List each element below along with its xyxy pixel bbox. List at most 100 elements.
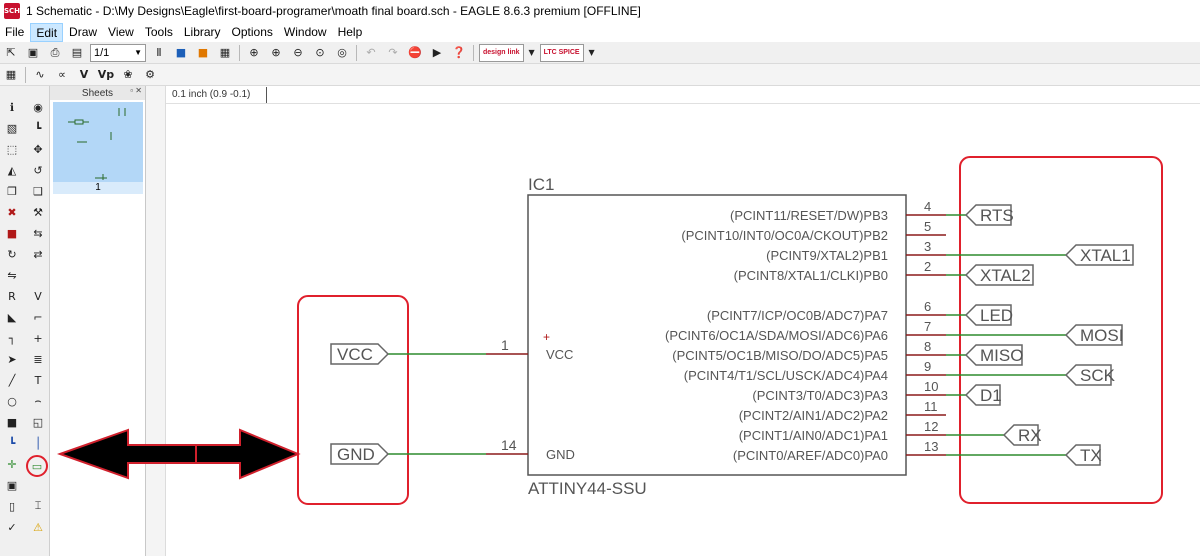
sheet-thumbnail[interactable] — [53, 102, 143, 182]
pin-name: (PCINT6/OC1A/SDA/MOSI/ADC6)PA6 — [665, 328, 888, 343]
net-label-mosi-text: MOSI — [1080, 326, 1123, 345]
text-icon[interactable]: T — [34, 373, 42, 387]
errors-icon[interactable]: ⚠ — [33, 520, 43, 534]
grid-icon[interactable]: ▦ — [5, 68, 17, 81]
menu-draw[interactable]: Draw — [69, 24, 98, 39]
zoom-select-icon[interactable]: ◎ — [337, 46, 347, 59]
paste-icon[interactable]: ❑ — [33, 184, 43, 198]
script-icon[interactable]: ▦ — [219, 46, 231, 59]
select-icon[interactable]: ⬚ — [6, 142, 18, 156]
undo-icon[interactable]: ↶ — [366, 46, 376, 59]
bus-icon[interactable]: ┗ — [8, 436, 16, 450]
mirror-icon[interactable]: ◭ — [7, 163, 17, 177]
net-label-mosi-outline — [1064, 324, 1123, 346]
palette-row: ▯⌶ — [2, 497, 48, 515]
pinswap-icon[interactable]: ≣ — [33, 352, 43, 366]
menu-edit[interactable]: Edit — [30, 22, 64, 42]
save-icon[interactable]: ▣ — [27, 46, 39, 59]
net-label-miso-text: MISO — [980, 346, 1023, 365]
label-icon[interactable]: ▭ — [26, 455, 48, 477]
display-layers-icon[interactable]: ▧ — [6, 121, 18, 135]
dimension-icon[interactable]: ⌶ — [34, 499, 42, 512]
sheet-select[interactable]: 1/1 ▼ — [90, 43, 146, 62]
menu-help[interactable]: Help — [337, 24, 363, 39]
copy-icon[interactable]: ❐ — [7, 184, 17, 198]
miter-icon[interactable]: ⌐ — [33, 310, 43, 324]
pin-name: (PCINT0/AREF/ADC0)PA0 — [733, 448, 888, 463]
show-icon[interactable]: ◉ — [33, 100, 43, 114]
close-icon[interactable]: ▫ ✕ — [130, 86, 142, 95]
pin-swap-icon[interactable]: ⇋ — [7, 268, 17, 282]
add-part-icon[interactable]: ■ — [6, 226, 18, 240]
net-label-tx-outline — [1064, 444, 1101, 466]
mark-icon[interactable]: ┗ — [34, 121, 42, 135]
rectangle-icon[interactable]: ■ — [6, 415, 18, 429]
cam-icon[interactable]: ▤ — [71, 46, 83, 59]
attribute-icon[interactable]: ▣ — [6, 478, 18, 492]
pin-name: (PCINT4/T1/SCL/USCK/ADC4)PA4 — [684, 368, 888, 383]
command-input[interactable] — [266, 86, 1200, 103]
wire-probe-icon[interactable]: ❀ — [123, 68, 133, 81]
chevron-down-icon[interactable]: ▼ — [528, 48, 535, 57]
slice-icon[interactable]: ➤ — [7, 352, 17, 366]
rotate-icon[interactable]: ↺ — [33, 163, 43, 177]
help-icon[interactable]: ❓ — [452, 46, 466, 59]
pin-name: (PCINT1/AIN0/ADC1)PA1 — [739, 428, 888, 443]
delete-icon[interactable]: ✖ — [7, 205, 17, 219]
erc-icon[interactable]: ✓ — [7, 520, 17, 534]
smash-icon[interactable]: ◣ — [7, 310, 17, 324]
optimize-icon[interactable]: + — [33, 331, 43, 345]
schematic-drawing: IC1ATTINY44-SSU+1VCCVCC14GNDGND4(PCINT11… — [297, 156, 1163, 505]
zoom-out-icon[interactable]: ⊖ — [293, 46, 303, 59]
zoom-fit-icon[interactable]: ⊕ — [249, 46, 259, 59]
phase-probe-icon[interactable]: Vp — [97, 68, 115, 81]
menu-options[interactable]: Options — [231, 24, 273, 39]
print-icon[interactable]: ⎙ — [50, 45, 60, 59]
go-icon[interactable]: ▶ — [432, 46, 442, 59]
redo-icon[interactable]: ↷ — [388, 46, 398, 59]
design-link-button[interactable]: design link — [479, 43, 524, 62]
library-icon[interactable]: Ⅱ — [156, 46, 162, 59]
zoom-redraw-icon[interactable]: ⊙ — [315, 46, 325, 59]
replace-icon[interactable]: ⇆ — [33, 226, 43, 240]
signal-icon[interactable]: ∿ — [35, 68, 45, 81]
split-icon[interactable]: ┐ — [8, 331, 16, 345]
pin-name: (PCINT3/T0/ADC3)PA3 — [752, 388, 888, 403]
sheets-panel-header: Sheets ▫ ✕ — [50, 86, 145, 100]
junction-icon[interactable]: ✛ — [7, 457, 17, 471]
invoke-icon[interactable]: ↻ — [7, 247, 17, 261]
arc-icon[interactable]: ⌢ — [34, 394, 42, 407]
name-icon[interactable]: R — [8, 289, 16, 303]
chevron-down-icon[interactable]: ▼ — [588, 48, 595, 57]
probe-icon[interactable]: ∝ — [58, 68, 66, 81]
pin-number: 7 — [924, 319, 931, 334]
info-icon[interactable]: ℹ — [9, 100, 15, 114]
line-icon[interactable]: ╱ — [8, 373, 16, 387]
pin-number: 1 — [501, 337, 509, 353]
open-icon[interactable]: ⇱ — [6, 46, 16, 59]
menu-library[interactable]: Library — [183, 24, 221, 39]
polygon-icon[interactable]: ◱ — [32, 415, 44, 429]
menu-window[interactable]: Window — [283, 24, 327, 39]
zoom-in-icon[interactable]: ⊕ — [271, 46, 281, 59]
schematic-board-switch-icon[interactable]: ■ — [175, 46, 187, 59]
net-icon[interactable]: │ — [34, 436, 42, 450]
value-icon[interactable]: V — [34, 289, 42, 303]
menu-view[interactable]: View — [108, 24, 134, 39]
ltspice-button[interactable]: LTC SPICE — [539, 43, 584, 62]
frame-icon[interactable]: ▯ — [8, 499, 16, 513]
toolbar-separator — [25, 66, 26, 83]
ulp-icon[interactable]: ■ — [197, 46, 209, 59]
move-icon[interactable]: ✥ — [33, 142, 43, 156]
menu-file[interactable]: File — [5, 24, 25, 39]
net-label-d1-outline — [964, 384, 1001, 406]
gate-swap-icon[interactable]: ⇄ — [33, 247, 43, 261]
change-icon[interactable]: ⚒ — [33, 205, 43, 219]
circle-icon[interactable]: ○ — [7, 394, 17, 408]
stop-icon[interactable]: ⛔ — [408, 46, 422, 59]
voltage-probe-icon[interactable]: V — [79, 68, 89, 81]
menu-tools[interactable]: Tools — [144, 24, 173, 39]
panel-splitter[interactable] — [146, 86, 166, 556]
gear-icon[interactable]: ⚙ — [145, 68, 155, 81]
